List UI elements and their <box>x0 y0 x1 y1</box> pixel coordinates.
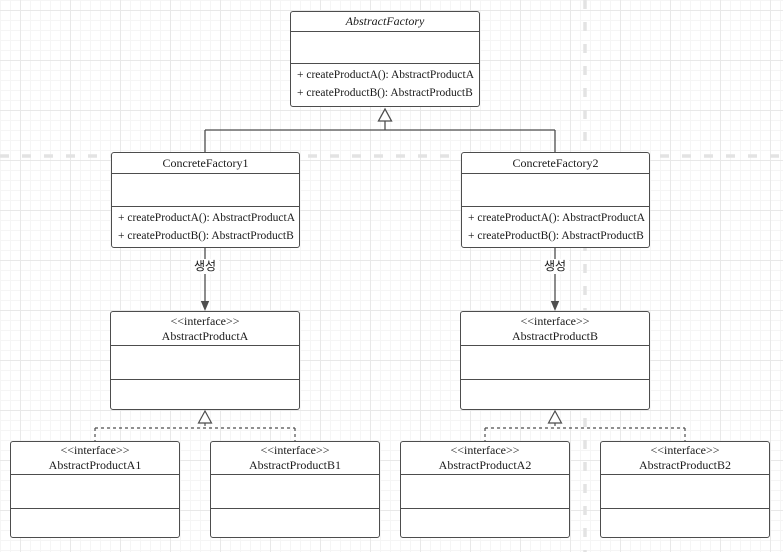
methods-compartment: + createProductA(): AbstractProductA + c… <box>291 63 479 106</box>
class-title: ConcreteFactory2 <box>512 155 599 170</box>
attributes-compartment <box>291 31 479 63</box>
methods-compartment <box>211 508 379 537</box>
method-line: + createProductA(): AbstractProductA <box>297 69 475 81</box>
method-line: + createProductB(): AbstractProductB <box>297 87 473 99</box>
interface-abstract-product-a2[interactable]: <<interface>> AbstractProductA2 <box>400 441 570 538</box>
class-title: <<interface>> AbstractProductA <box>111 312 299 345</box>
create-edge-label-2: 생성 <box>540 259 570 274</box>
interface-name: AbstractProductA2 <box>438 458 532 472</box>
methods-compartment <box>601 508 769 537</box>
class-title: <<interface>> AbstractProductB <box>461 312 649 345</box>
interface-name: AbstractProductB <box>512 328 598 343</box>
stereotype-label: <<interface>> <box>520 313 590 328</box>
generalization-edge[interactable] <box>204 107 556 152</box>
methods-compartment <box>401 508 569 537</box>
method-line: + createProductB(): AbstractProductB <box>118 230 294 242</box>
stereotype-label: <<interface>> <box>170 313 240 328</box>
attributes-compartment <box>401 474 569 508</box>
class-concrete-factory-2[interactable]: ConcreteFactory2 + createProductA(): Abs… <box>461 152 650 248</box>
attributes-compartment <box>112 173 299 206</box>
method-line: + createProductB(): AbstractProductB <box>468 230 644 242</box>
class-abstract-factory[interactable]: AbstractFactory + createProductA(): Abst… <box>290 11 480 107</box>
stereotype-label: <<interface>> <box>260 443 330 457</box>
interface-name: AbstractProductA1 <box>48 458 142 472</box>
realization-edges-right[interactable] <box>484 409 686 441</box>
attributes-compartment <box>461 345 649 379</box>
class-title: <<interface>> AbstractProductA2 <box>401 442 569 474</box>
methods-compartment <box>111 379 299 409</box>
method-line: + createProductA(): AbstractProductA <box>468 212 646 224</box>
interface-name: AbstractProductB1 <box>249 458 341 472</box>
hollow-triangle-arrowhead <box>197 409 213 424</box>
create-edge-1[interactable] <box>200 248 210 311</box>
class-title: <<interface>> AbstractProductA1 <box>11 442 179 474</box>
class-title: ConcreteFactory1 <box>162 155 249 170</box>
interface-name: AbstractProductB2 <box>639 458 731 472</box>
attributes-compartment <box>601 474 769 508</box>
class-title: <<interface>> AbstractProductB2 <box>601 442 769 474</box>
interface-abstract-product-a1[interactable]: <<interface>> AbstractProductA1 <box>10 441 180 538</box>
stereotype-label: <<interface>> <box>60 443 130 457</box>
methods-compartment: + createProductA(): AbstractProductA + c… <box>112 206 299 247</box>
attributes-compartment <box>462 173 649 206</box>
realization-edges-left[interactable] <box>94 409 296 441</box>
method-line: + createProductA(): AbstractProductA <box>118 212 296 224</box>
interface-abstract-product-b2[interactable]: <<interface>> AbstractProductB2 <box>600 441 770 538</box>
interface-abstract-product-a[interactable]: <<interface>> AbstractProductA <box>110 311 300 410</box>
filled-arrowhead <box>550 301 560 311</box>
create-edge-2[interactable] <box>550 248 560 311</box>
stereotype-label: <<interface>> <box>450 443 520 457</box>
methods-compartment <box>11 508 179 537</box>
interface-abstract-product-b[interactable]: <<interface>> AbstractProductB <box>460 311 650 410</box>
methods-compartment: + createProductA(): AbstractProductA + c… <box>462 206 649 247</box>
class-title: <<interface>> AbstractProductB1 <box>211 442 379 474</box>
filled-arrowhead <box>200 301 210 311</box>
hollow-triangle-arrowhead <box>547 409 563 424</box>
hollow-triangle-arrowhead <box>377 107 393 122</box>
attributes-compartment <box>111 345 299 379</box>
methods-compartment <box>461 379 649 409</box>
stereotype-label: <<interface>> <box>650 443 720 457</box>
interface-name: AbstractProductA <box>161 328 249 343</box>
attributes-compartment <box>211 474 379 508</box>
attributes-compartment <box>11 474 179 508</box>
class-title: AbstractFactory <box>345 14 425 28</box>
class-concrete-factory-1[interactable]: ConcreteFactory1 + createProductA(): Abs… <box>111 152 300 248</box>
create-edge-label-1: 생성 <box>190 259 220 274</box>
interface-abstract-product-b1[interactable]: <<interface>> AbstractProductB1 <box>210 441 380 538</box>
